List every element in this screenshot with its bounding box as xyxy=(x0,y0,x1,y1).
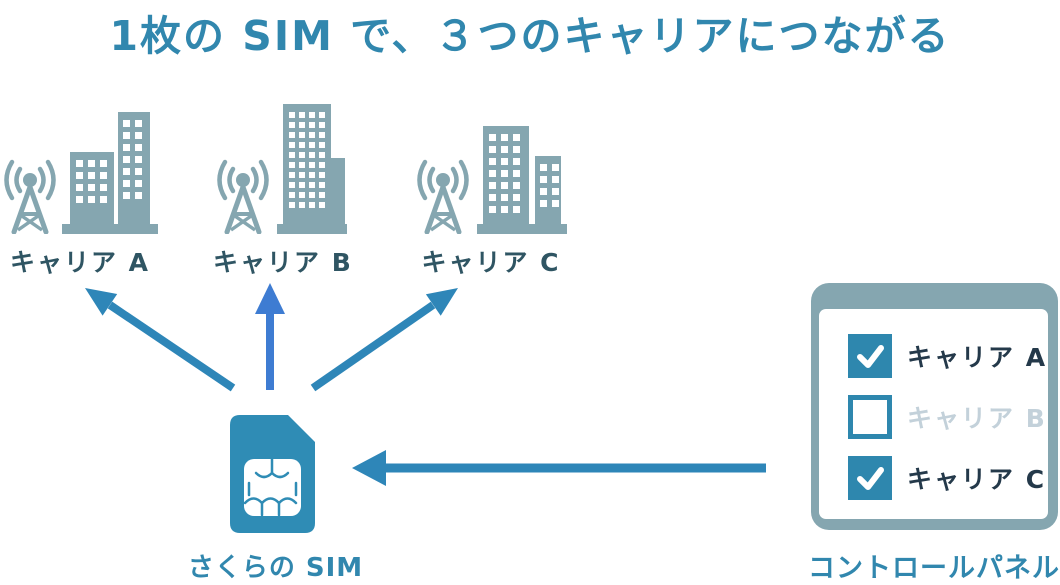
buildings-icon xyxy=(477,126,567,234)
carrier-c-icons xyxy=(413,98,569,234)
sim-card-icon xyxy=(230,415,315,533)
arrow-panel-to-sim xyxy=(352,450,766,486)
carrier-c-label: キャリア C xyxy=(421,248,561,277)
buildings-icon xyxy=(277,104,347,234)
carrier-a-option-label: キャリア A xyxy=(907,343,1048,372)
arrow-sim-to-carrier-a xyxy=(85,288,236,392)
carrier-b-block: キャリア B xyxy=(213,98,353,279)
antenna-tower-icon xyxy=(417,159,469,234)
carrier-c-block: キャリア C xyxy=(413,98,569,279)
carrier-b-checkbox[interactable] xyxy=(848,395,892,439)
panel-row: キャリア C xyxy=(848,456,1047,500)
control-panel: キャリア A キャリア B キャリア C xyxy=(811,283,1058,530)
antenna-tower-icon xyxy=(4,159,56,234)
control-panel-rows: キャリア A キャリア B キャリア C xyxy=(848,334,1047,500)
carrier-c-option-label: キャリア C xyxy=(907,465,1047,494)
carrier-a-label: キャリア A xyxy=(9,248,151,277)
checkmark-icon xyxy=(857,345,884,368)
checkmark-icon xyxy=(857,467,884,490)
control-panel-caption: コントロールパネル xyxy=(808,553,1060,584)
panel-row: キャリア A xyxy=(848,334,1047,378)
antenna-tower-icon xyxy=(217,159,269,234)
carrier-b-label: キャリア B xyxy=(213,248,353,277)
buildings-icon xyxy=(62,112,158,234)
arrow-sim-to-carrier-b xyxy=(255,283,285,390)
carrier-c-checkbox[interactable] xyxy=(848,456,892,500)
sim-label: さくらの SIM xyxy=(187,553,364,583)
carrier-a-icons xyxy=(0,98,160,234)
arrow-sim-to-carrier-c xyxy=(310,288,458,392)
page-title: 1枚の SIM で、３つのキャリアにつながる xyxy=(109,12,951,60)
carrier-b-option-label: キャリア B xyxy=(907,404,1047,433)
carrier-a-checkbox[interactable] xyxy=(848,334,892,378)
carrier-b-icons xyxy=(213,98,349,234)
panel-row: キャリア B xyxy=(848,395,1047,439)
carrier-a-block: キャリア A xyxy=(0,98,160,279)
